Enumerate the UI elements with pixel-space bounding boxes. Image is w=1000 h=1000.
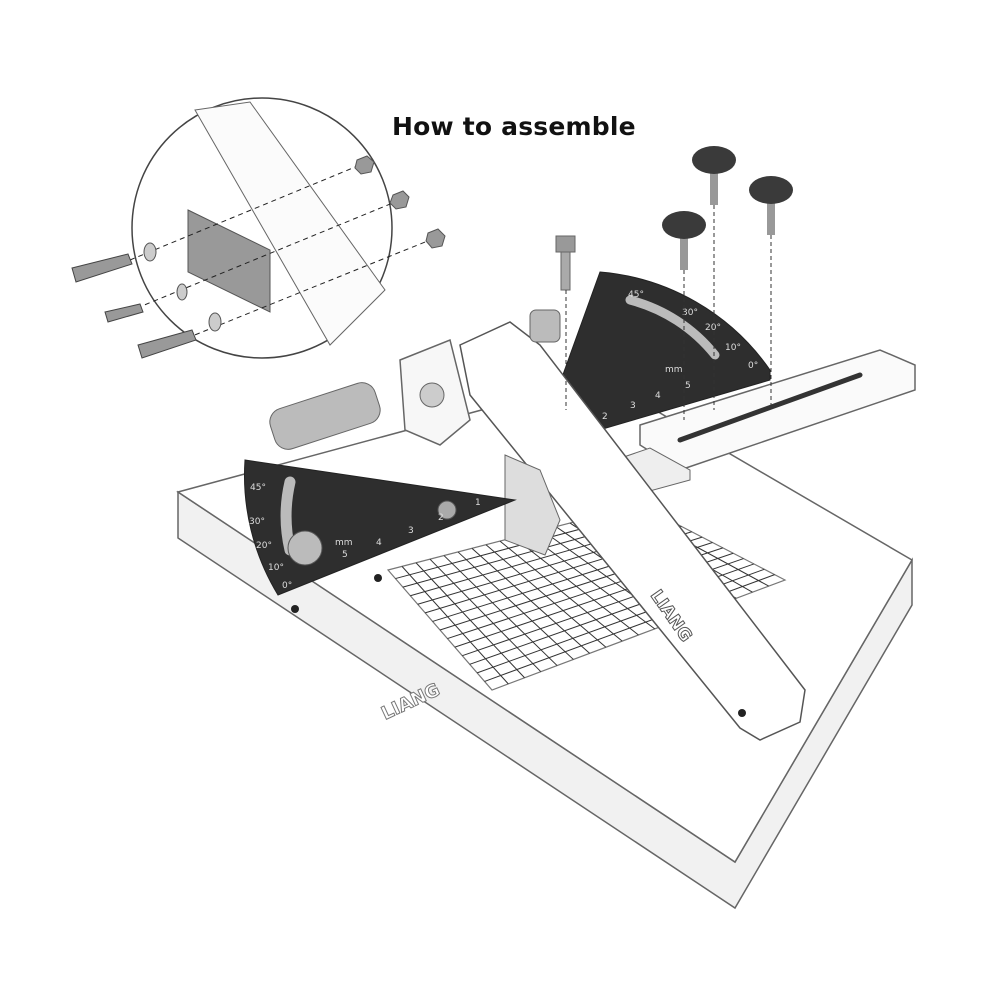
screw-icon bbox=[137, 329, 197, 359]
screw-icon bbox=[104, 303, 144, 323]
page-title: How to assemble bbox=[392, 112, 636, 141]
cutting-arm: LIANG bbox=[459, 321, 806, 741]
svg-text:45°: 45° bbox=[250, 483, 266, 493]
cutting-grid bbox=[395, 508, 775, 685]
svg-text:mm: mm bbox=[335, 538, 353, 548]
screw-icon bbox=[555, 235, 576, 291]
thumb-screw-icon[interactable] bbox=[287, 530, 323, 566]
svg-text:45°: 45° bbox=[628, 290, 644, 300]
svg-text:0°: 0° bbox=[748, 361, 758, 371]
svg-text:4: 4 bbox=[655, 391, 661, 401]
hinge-block bbox=[269, 338, 471, 450]
hole bbox=[291, 605, 299, 613]
svg-text:10°: 10° bbox=[725, 343, 741, 353]
svg-text:2: 2 bbox=[438, 513, 444, 523]
bracket-plate bbox=[187, 209, 271, 313]
svg-text:4: 4 bbox=[376, 538, 382, 548]
thumb-screw-icon bbox=[692, 146, 736, 205]
pivot-pin bbox=[269, 382, 381, 450]
screw-icon bbox=[71, 253, 133, 283]
svg-text:5: 5 bbox=[342, 550, 348, 560]
washer-icon bbox=[176, 283, 188, 301]
svg-text:20°: 20° bbox=[256, 541, 272, 551]
right-protractor: 45° 30° 20° 10° 0° mm 2 3 4 5 bbox=[551, 271, 771, 441]
svg-text:30°: 30° bbox=[682, 308, 698, 318]
left-protractor: 45° 30° 20° 10° 0° mm 1 2 3 4 5 bbox=[244, 459, 517, 596]
washer-icon bbox=[208, 312, 222, 332]
svg-text:3: 3 bbox=[630, 401, 636, 411]
svg-text:0°: 0° bbox=[282, 581, 292, 591]
svg-text:1: 1 bbox=[475, 498, 481, 508]
svg-text:3: 3 bbox=[408, 526, 414, 536]
screw-icon bbox=[437, 500, 457, 520]
svg-text:30°: 30° bbox=[249, 517, 265, 527]
thumb-screw-icon bbox=[749, 176, 793, 235]
thumb-screws bbox=[529, 146, 793, 420]
svg-text:20°: 20° bbox=[705, 323, 721, 333]
nut-icon bbox=[354, 155, 375, 175]
svg-text:10°: 10° bbox=[268, 563, 284, 573]
svg-text:2: 2 bbox=[602, 412, 608, 422]
washer-icon bbox=[143, 242, 157, 262]
svg-text:mm: mm bbox=[665, 365, 683, 375]
svg-text:5: 5 bbox=[685, 381, 691, 391]
hole bbox=[374, 574, 382, 582]
nut-icon bbox=[425, 228, 446, 249]
thumb-screw-icon bbox=[662, 211, 706, 270]
detail-inset bbox=[71, 97, 446, 359]
nut-icon bbox=[389, 190, 410, 210]
